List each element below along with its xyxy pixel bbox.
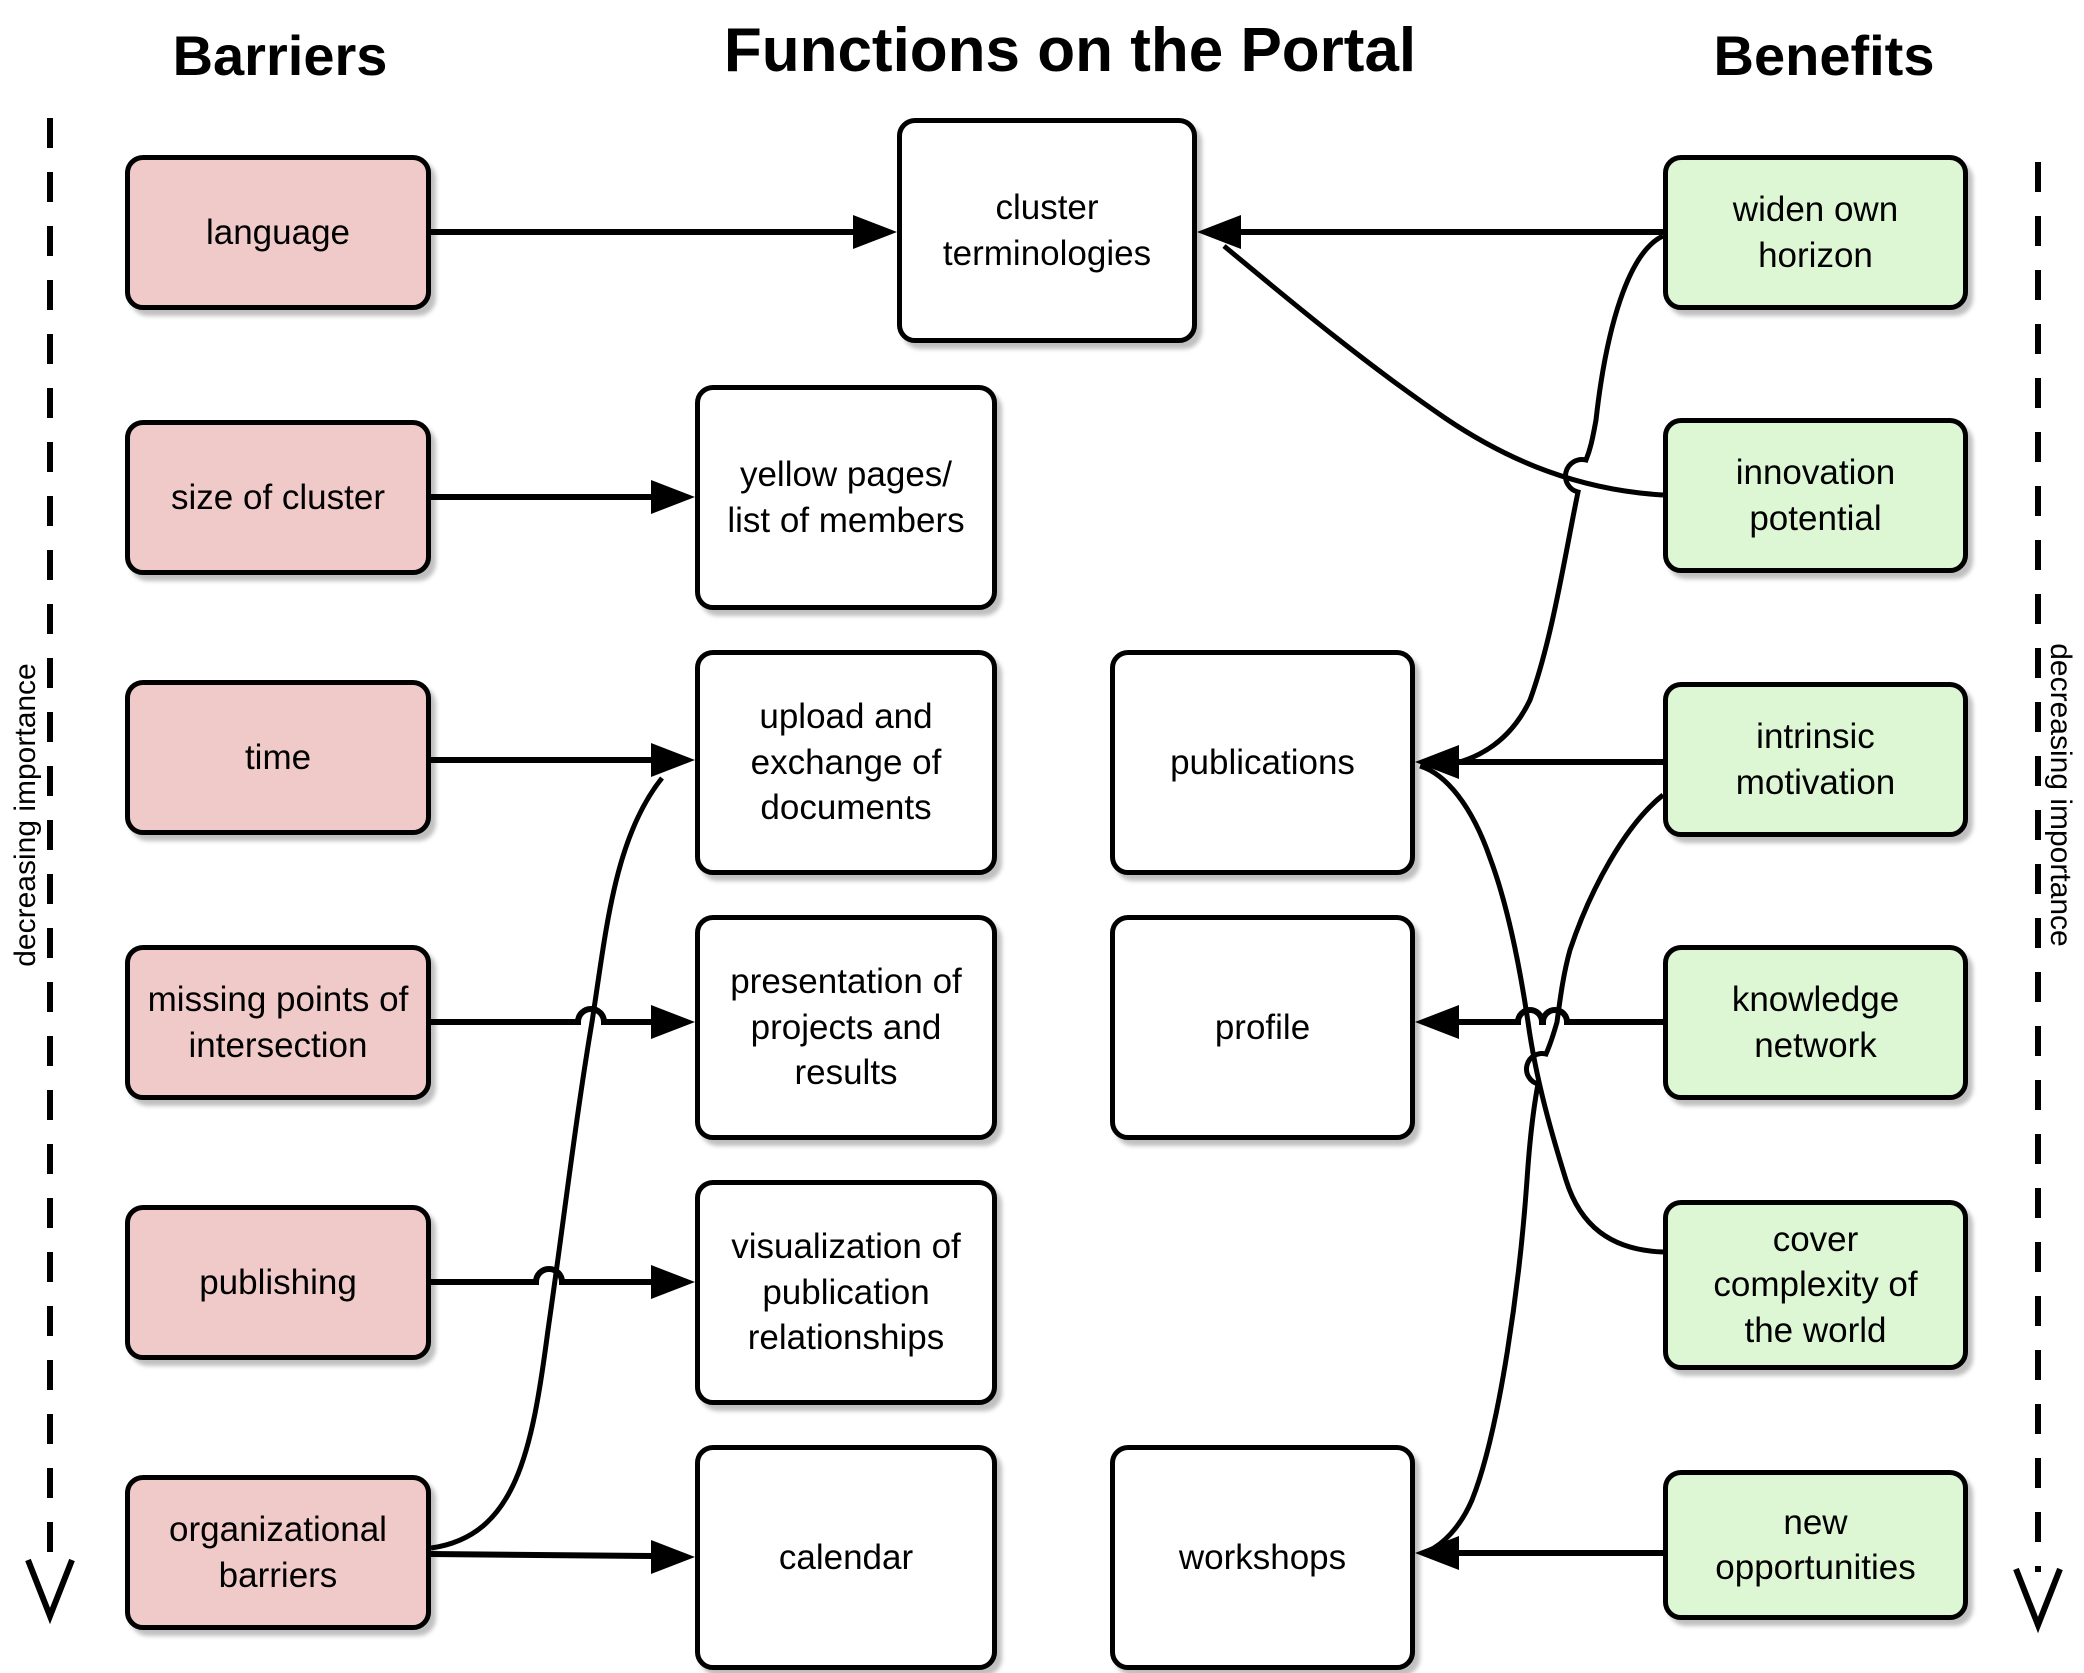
edge-knowledge-network-profile bbox=[1415, 1005, 1663, 1039]
function-box-presentation: presentation of projects and results bbox=[695, 915, 997, 1140]
left-decreasing-importance-label: decreasing importance bbox=[9, 663, 42, 967]
edge-language-cluster-terminologies bbox=[431, 215, 897, 249]
edge-intrinsic-motivation-publications bbox=[1415, 745, 1663, 779]
barrier-box-language: language bbox=[125, 155, 431, 310]
edge-publishing-visualization bbox=[431, 1265, 695, 1299]
edge-intrinsic-motivation-workshops bbox=[1426, 793, 1665, 1554]
right-decreasing-importance-label: decreasing importance bbox=[2044, 643, 2077, 947]
barrier-box-size-of-cluster: size of cluster bbox=[125, 420, 431, 575]
benefit-label: new opportunities bbox=[1715, 1502, 1916, 1588]
benefit-label: intrinsic motivation bbox=[1735, 717, 1896, 802]
edge-size-of-cluster-yellow-pages bbox=[431, 480, 695, 514]
barriers-header: Barriers bbox=[172, 24, 388, 87]
right-decreasing-importance-arrow bbox=[2013, 162, 2063, 1634]
edge-cover-complexity-publications bbox=[1419, 763, 1664, 1255]
benefits-header: Benefits bbox=[1713, 24, 1935, 87]
edge-widen-own-horizon-publications bbox=[1451, 233, 1665, 767]
function-label: presentation of projects and results bbox=[730, 962, 962, 1093]
barrier-label: language bbox=[205, 212, 351, 252]
functions-header: Functions on the Portal bbox=[723, 16, 1417, 85]
function-label: publications bbox=[1170, 742, 1355, 782]
barrier-box-time: time bbox=[125, 680, 431, 835]
edge-organizational-barriers-calendar bbox=[430, 1540, 695, 1574]
benefit-box-cover-complexity: cover complexity of the world bbox=[1663, 1200, 1968, 1370]
benefit-box-innovation-potential: innovation potential bbox=[1663, 418, 1968, 573]
function-box-workshops: workshops bbox=[1110, 1445, 1415, 1670]
function-label: profile bbox=[1214, 1007, 1311, 1047]
benefit-label: widen own horizon bbox=[1732, 190, 1899, 275]
function-box-upload: upload and exchange of documents bbox=[695, 650, 997, 875]
edge-organizational-barriers-upload bbox=[430, 776, 664, 1551]
function-label: yellow pages/ list of members bbox=[727, 455, 965, 540]
benefit-box-intrinsic-motivation: intrinsic motivation bbox=[1663, 682, 1968, 837]
function-box-profile: profile bbox=[1110, 915, 1415, 1140]
function-label: calendar bbox=[778, 1537, 914, 1577]
function-box-yellow-pages: yellow pages/ list of members bbox=[695, 385, 997, 610]
function-box-visualization: visualization of publication relationshi… bbox=[695, 1180, 997, 1405]
function-label: visualization of publication relationshi… bbox=[731, 1227, 961, 1358]
function-box-cluster-terminologies: cluster terminologies bbox=[897, 118, 1197, 343]
benefit-label: innovation potential bbox=[1735, 453, 1896, 538]
function-box-calendar: calendar bbox=[695, 1445, 997, 1670]
benefit-label: knowledge network bbox=[1731, 980, 1900, 1065]
barrier-label: time bbox=[244, 737, 312, 777]
edge-widen-own-horizon-cluster-terminologies bbox=[1197, 215, 1663, 249]
benefit-box-new-opportunities: new opportunities bbox=[1663, 1470, 1968, 1620]
benefit-box-knowledge-network: knowledge network bbox=[1663, 945, 1968, 1100]
barrier-label: size of cluster bbox=[171, 477, 385, 517]
barrier-box-organizational-barriers: organizational barriers bbox=[125, 1475, 431, 1630]
edge-new-opportunities-workshops bbox=[1415, 1536, 1663, 1570]
function-label: cluster terminologies bbox=[942, 188, 1152, 273]
barrier-label: publishing bbox=[199, 1262, 357, 1302]
barrier-box-publishing: publishing bbox=[125, 1205, 431, 1360]
edge-time-upload bbox=[431, 743, 695, 777]
left-decreasing-importance-arrow bbox=[25, 118, 75, 1625]
benefit-box-widen-own-horizon: widen own horizon bbox=[1663, 155, 1968, 310]
barrier-label: organizational barriers bbox=[169, 1510, 387, 1595]
edge-innovation-potential-cluster-terminologies bbox=[1222, 244, 1664, 498]
function-label: workshops bbox=[1178, 1537, 1347, 1577]
function-box-publications: publications bbox=[1110, 650, 1415, 875]
function-label: upload and exchange of documents bbox=[750, 697, 942, 828]
benefit-label: cover complexity of the world bbox=[1713, 1219, 1918, 1350]
barrier-label: missing points of intersection bbox=[147, 980, 409, 1065]
barrier-box-missing-points: missing points of intersection bbox=[125, 945, 431, 1100]
edge-missing-points-presentation bbox=[431, 1005, 695, 1039]
